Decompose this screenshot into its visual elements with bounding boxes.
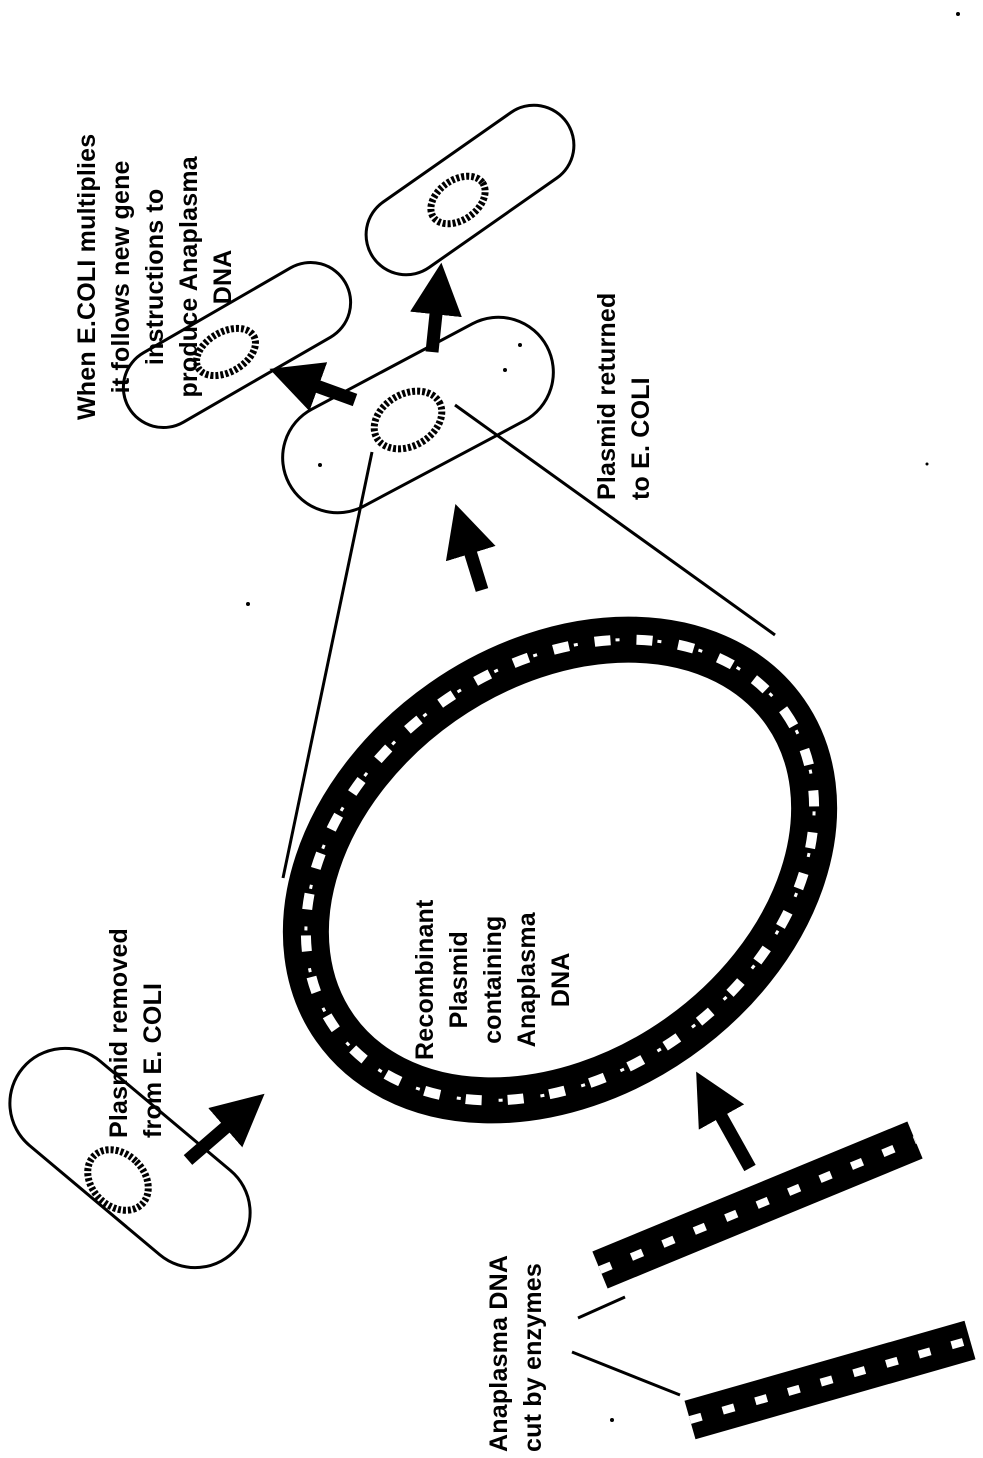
recombinant-plasmid (217, 544, 903, 1195)
arrow-plasmid-removed (188, 1115, 240, 1160)
recombinant-plasmid-in-bacterium (364, 379, 452, 460)
pointer-line-2 (572, 1352, 680, 1395)
anaplasma-dna-fragment-2 (690, 1340, 970, 1420)
plasmid-in-bacterium (76, 1138, 161, 1223)
pointer-line-1 (578, 1297, 625, 1318)
arrow-plasmid-returned (465, 535, 482, 590)
bacterium-daughter-2 (350, 90, 589, 291)
arrow-dna-inserted (712, 1100, 750, 1168)
arrow-division-right (432, 295, 438, 352)
bacterium-recombinant (263, 298, 572, 532)
anaplasma-dna-fragment-1 (600, 1130, 915, 1270)
